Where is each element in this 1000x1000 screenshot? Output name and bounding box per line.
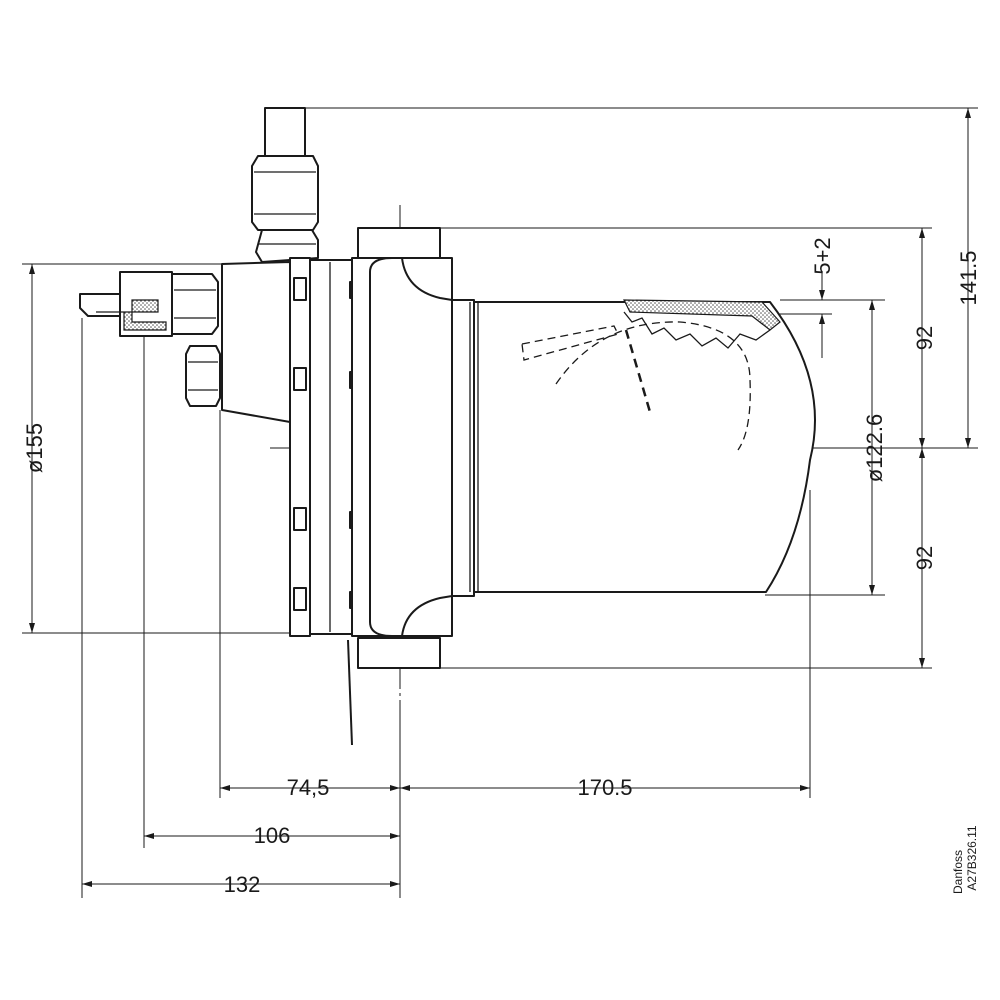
fitting-assembly xyxy=(79,107,319,423)
dim-length-132-label: 132 xyxy=(224,872,261,897)
dim-length-106-label: 106 xyxy=(254,823,291,848)
brand-label: Danfoss xyxy=(951,850,965,894)
flange-assembly xyxy=(289,227,475,746)
drawing-code-label: A27B326.11 xyxy=(965,825,979,890)
dim-length-170-label: 170.5 xyxy=(577,775,632,800)
dim-gap-label: 5+2 xyxy=(810,237,835,274)
dim-bowl-diameter-label: ø122.6 xyxy=(862,414,887,483)
filter-bowl xyxy=(469,299,816,593)
extension-lines xyxy=(22,107,978,898)
dim-flange-diameter-label: ø155 xyxy=(22,423,47,473)
dim-lower-half-label: 92 xyxy=(912,546,937,570)
dimension-lines xyxy=(29,108,971,887)
dim-length-74-label: 74,5 xyxy=(287,775,330,800)
dim-total-height-label: 141.5 xyxy=(956,250,981,305)
dim-upper-half-label: 92 xyxy=(912,326,937,350)
